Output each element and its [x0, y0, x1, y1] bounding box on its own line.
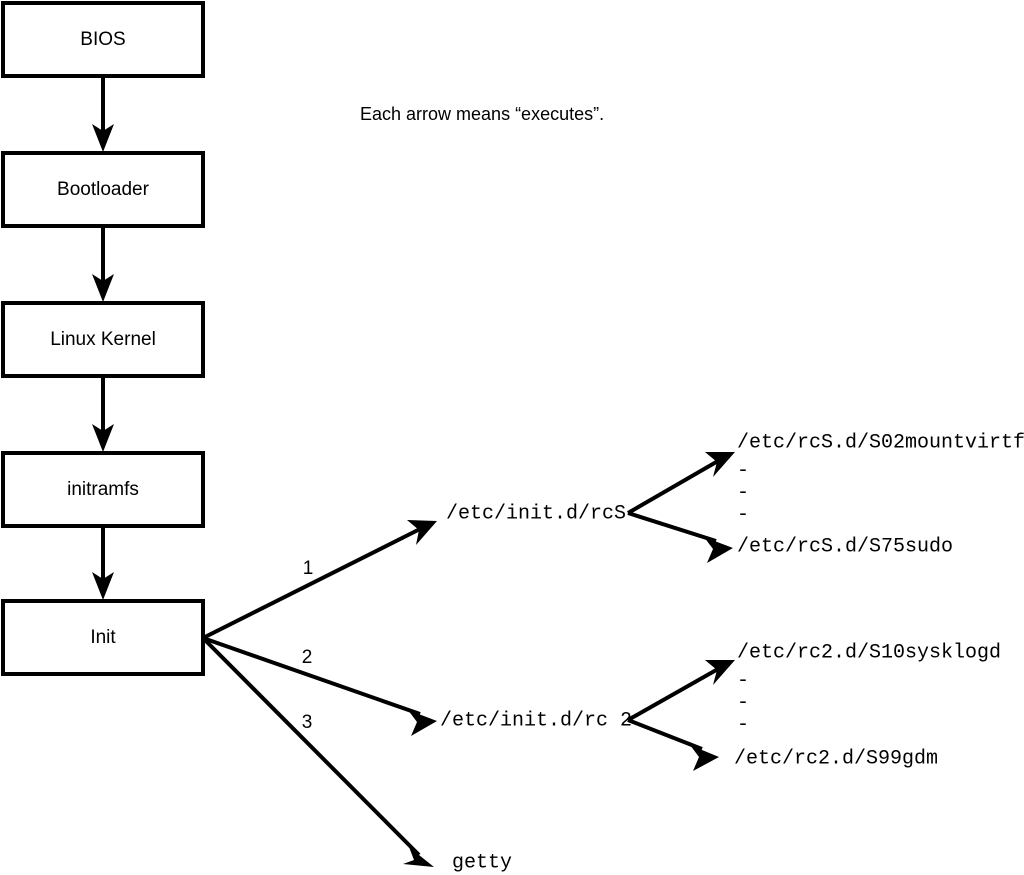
node-init: Init [1, 599, 205, 676]
rcS-ellipsis-dash-1: - [737, 459, 749, 482]
label-rc2-first-script: /etc/rc2.d/S10sysklogd [737, 641, 1001, 664]
box-bios-rect [1, 1, 205, 78]
label-rcS-first-script: /etc/rcS.d/S02mountvirtfs [737, 431, 1024, 454]
rc2-ellipsis-dash-3: - [737, 713, 749, 736]
arrow-head-rcS-first [705, 452, 735, 477]
legend-note: Each arrow means “executes”. [360, 104, 604, 124]
arrow-rc2-to-first-script [627, 660, 735, 722]
box-initramfs-rect [1, 451, 205, 528]
label-rcS-last-script: /etc/rcS.d/S75sudo [737, 535, 953, 558]
label-rc2-last-script: /etc/rc2.d/S99gdm [734, 747, 938, 770]
rcS-ellipsis-dash-3: - [737, 503, 749, 526]
rc2-ellipsis-dash-1: - [737, 669, 749, 692]
arrow-rcS-to-first-script [626, 452, 735, 515]
arrow-rc2-to-last-script [627, 718, 719, 771]
arrow-init-branch-1 [202, 520, 437, 640]
arrow-kernel-to-initramfs [92, 376, 114, 452]
arrow-head-rc2-last [690, 745, 719, 771]
arrow-initramfs-to-init [92, 526, 114, 600]
rcS-ellipsis-dash-2: - [737, 481, 749, 504]
node-linux-kernel: Linux Kernel [1, 301, 205, 378]
arrow-head-init-branch-1 [407, 520, 437, 545]
arrow-bootloader-to-kernel [92, 226, 114, 302]
branch-number-3: 3 [302, 712, 313, 733]
arrow-rcS-to-last-script [627, 511, 733, 563]
rc2-ellipsis-dash-2: - [737, 691, 749, 714]
label-etc-init-d-rc-2: /etc/init.d/rc 2 [440, 709, 632, 732]
arrow-init-branch-3 [201, 636, 434, 867]
arrow-head-init-branch-3 [403, 847, 434, 867]
label-etc-init-d-rcS: /etc/init.d/rcS [446, 502, 626, 525]
arrow-head-rc2-first [705, 660, 735, 685]
box-bios-label: BIOS [80, 29, 125, 50]
box-init-rect [1, 599, 205, 676]
node-initramfs: initramfs [1, 451, 205, 528]
box-initramfs-label: initramfs [67, 479, 139, 500]
box-init-label: Init [90, 627, 116, 648]
arrow-head-kernel-initramfs [92, 424, 114, 452]
arrow-head-rcS-last [704, 537, 733, 563]
arrow-head-init-branch-2 [408, 710, 437, 736]
node-bios: BIOS [1, 1, 205, 78]
branch-number-1: 1 [303, 558, 314, 579]
branch-number-2: 2 [302, 647, 313, 668]
box-linux-kernel-label: Linux Kernel [50, 329, 156, 350]
node-bootloader: Bootloader [1, 151, 205, 228]
arrow-head-initramfs-init [92, 572, 114, 600]
arrow-head-bios-bootloader [92, 124, 114, 152]
label-getty: getty [452, 851, 512, 874]
arrow-init-branch-2 [202, 636, 437, 736]
box-bootloader-label: Bootloader [57, 179, 150, 200]
arrow-bios-to-bootloader [92, 76, 114, 152]
arrow-head-bootloader-kernel [92, 274, 114, 302]
